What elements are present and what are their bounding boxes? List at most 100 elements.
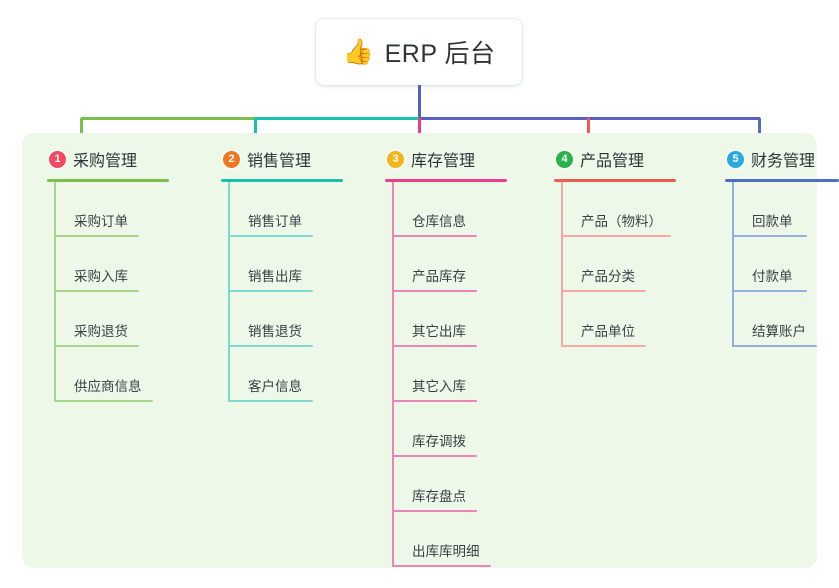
thumbs-up-icon: 👍: [342, 37, 374, 66]
column-items-3: 仓库信息 产品库存 其它出库 其它入库 库存调拨 库存盘点: [385, 182, 555, 567]
column-badge-5: 5: [727, 150, 744, 168]
item-rule: [228, 400, 313, 402]
column-title-4: 产品管理: [580, 153, 645, 170]
list-item[interactable]: 销售退货: [221, 292, 381, 347]
item-label: 库存调拨: [412, 434, 466, 449]
item-rule: [54, 400, 153, 402]
column-title-3: 库存管理: [411, 153, 476, 170]
item-label: 客户信息: [248, 379, 302, 394]
list-item[interactable]: 供应商信息: [47, 347, 207, 402]
column-badge-2: 2: [223, 150, 240, 168]
item-label: 仓库信息: [412, 214, 466, 229]
column-sales: 2 销售管理 销售订单 销售出库 销售退货 客户信息: [221, 145, 381, 402]
list-item[interactable]: 其它入库: [385, 347, 555, 402]
item-rule: [54, 345, 139, 347]
item-rule: [392, 235, 477, 237]
column-spine-3: [392, 182, 394, 567]
item-rule: [228, 345, 313, 347]
list-item[interactable]: 采购订单: [47, 182, 207, 237]
item-rule: [732, 290, 807, 292]
item-rule: [561, 290, 646, 292]
item-rule: [54, 290, 139, 292]
column-finance: 5 财务管理 回款单 付款单 结算账户: [725, 145, 839, 347]
list-item[interactable]: 客户信息: [221, 347, 381, 402]
item-rule: [561, 345, 646, 347]
item-label: 采购退货: [74, 324, 128, 339]
column-header-4[interactable]: 4 产品管理: [554, 145, 729, 173]
column-purchase: 1 采购管理 采购订单 采购入库 采购退货 供应商信息: [47, 145, 207, 402]
list-item[interactable]: 库存盘点: [385, 457, 555, 512]
item-rule: [732, 345, 817, 347]
item-label: 其它入库: [412, 379, 466, 394]
list-item[interactable]: 销售出库: [221, 237, 381, 292]
column-items-4: 产品（物料） 产品分类 产品单位: [554, 182, 729, 347]
list-item[interactable]: 产品分类: [554, 237, 729, 292]
column-header-1[interactable]: 1 采购管理: [47, 145, 207, 173]
item-rule: [392, 345, 477, 347]
column-product: 4 产品管理 产品（物料） 产品分类 产品单位: [554, 145, 729, 347]
column-spine-5: [732, 182, 734, 347]
list-item[interactable]: 采购退货: [47, 292, 207, 347]
column-rule-2: [221, 179, 343, 182]
item-rule: [561, 235, 671, 237]
item-label: 回款单: [752, 214, 793, 229]
column-badge-1: 1: [49, 150, 66, 168]
item-rule: [392, 400, 477, 402]
list-item[interactable]: 结算账户: [725, 292, 839, 347]
item-label: 其它出库: [412, 324, 466, 339]
column-rule-3: [385, 179, 507, 182]
item-rule: [228, 235, 313, 237]
item-label: 采购订单: [74, 214, 128, 229]
item-label: 销售订单: [248, 214, 302, 229]
root-node-card[interactable]: 👍 ERP 后台: [316, 19, 522, 85]
column-header-3[interactable]: 3 库存管理: [385, 145, 555, 173]
item-label: 出库库明细: [412, 544, 480, 559]
list-item[interactable]: 产品（物料）: [554, 182, 729, 237]
item-label: 供应商信息: [74, 379, 142, 394]
item-label: 付款单: [752, 269, 793, 284]
item-label: 采购入库: [74, 269, 128, 284]
column-header-2[interactable]: 2 销售管理: [221, 145, 381, 173]
column-items-2: 销售订单 销售出库 销售退货 客户信息: [221, 182, 381, 402]
item-rule: [732, 235, 807, 237]
column-items-5: 回款单 付款单 结算账户: [725, 182, 839, 347]
list-item[interactable]: 付款单: [725, 237, 839, 292]
diagram-panel: 1 采购管理 采购订单 采购入库 采购退货 供应商信息: [22, 133, 839, 568]
item-label: 产品单位: [581, 324, 635, 339]
item-label: 销售出库: [248, 269, 302, 284]
column-items-1: 采购订单 采购入库 采购退货 供应商信息: [47, 182, 207, 402]
list-item[interactable]: 其它出库: [385, 292, 555, 347]
column-inventory: 3 库存管理 仓库信息 产品库存 其它出库 其它入库 库存调拨: [385, 145, 555, 567]
column-badge-4: 4: [556, 150, 573, 168]
column-spine-4: [561, 182, 563, 347]
item-rule: [392, 565, 491, 567]
column-rule-5: [725, 179, 839, 182]
column-rule-1: [47, 179, 169, 182]
item-rule: [392, 455, 477, 457]
list-item[interactable]: 销售订单: [221, 182, 381, 237]
column-badge-3: 3: [387, 150, 404, 168]
list-item[interactable]: 产品单位: [554, 292, 729, 347]
item-rule: [392, 510, 477, 512]
item-label: 产品分类: [581, 269, 635, 284]
column-title-5: 财务管理: [751, 153, 816, 170]
item-rule: [392, 290, 477, 292]
list-item[interactable]: 库存调拨: [385, 402, 555, 457]
column-header-5[interactable]: 5 财务管理: [725, 145, 839, 173]
item-label: 产品库存: [412, 269, 466, 284]
column-title-2: 销售管理: [247, 153, 312, 170]
column-title-1: 采购管理: [73, 153, 138, 170]
item-rule: [228, 290, 313, 292]
item-label: 库存盘点: [412, 489, 466, 504]
list-item[interactable]: 回款单: [725, 182, 839, 237]
root-node-title: ERP 后台: [384, 40, 496, 68]
list-item[interactable]: 仓库信息: [385, 182, 555, 237]
list-item[interactable]: 产品库存: [385, 237, 555, 292]
item-label: 产品（物料）: [581, 214, 662, 229]
column-rule-4: [554, 179, 676, 182]
list-item[interactable]: 出库库明细: [385, 512, 555, 567]
column-spine-1: [54, 182, 56, 402]
column-spine-2: [228, 182, 230, 402]
item-label: 销售退货: [248, 324, 302, 339]
list-item[interactable]: 采购入库: [47, 237, 207, 292]
